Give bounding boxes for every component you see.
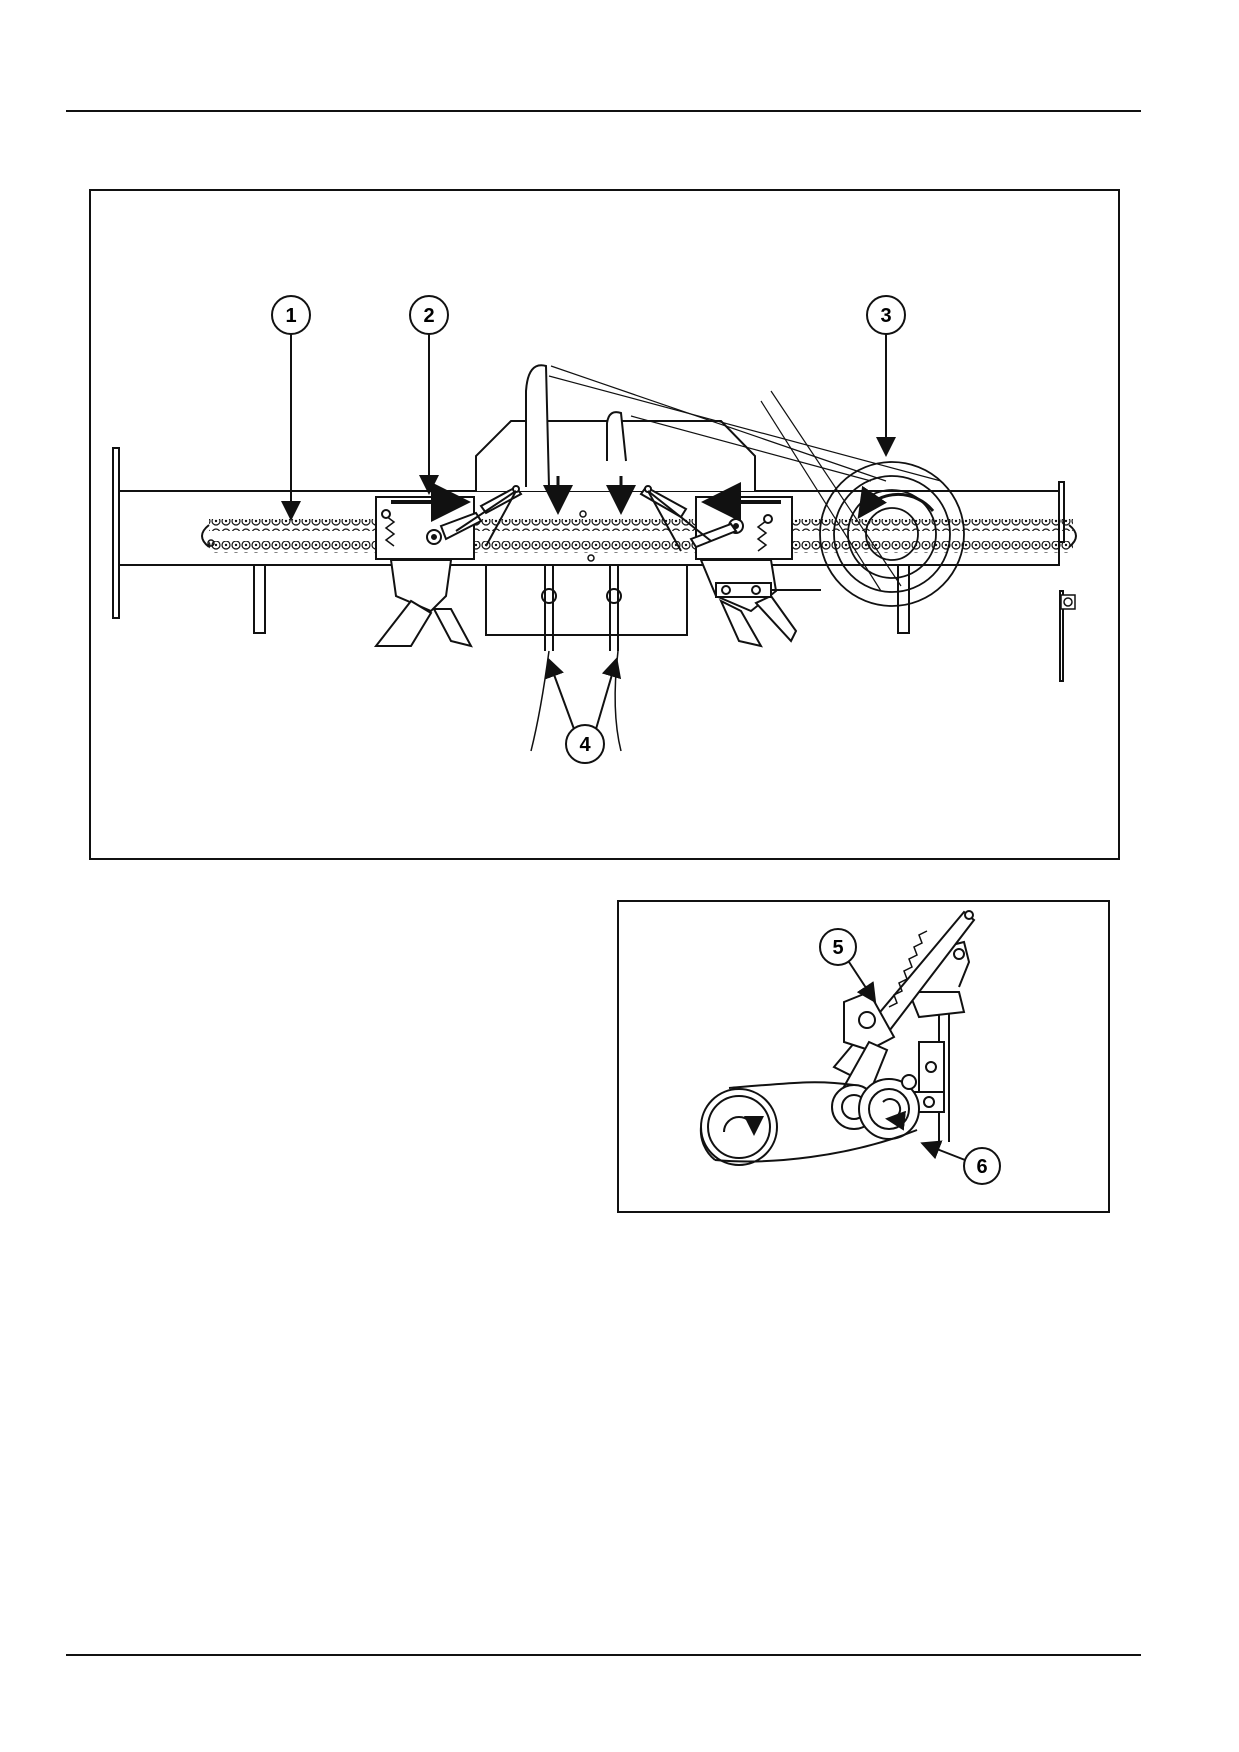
svg-text:4: 4 <box>579 734 591 756</box>
svg-text:6: 6 <box>976 1156 987 1178</box>
callout-6: 6 <box>920 1140 1001 1185</box>
header-rule <box>66 110 1141 112</box>
svg-text:1: 1 <box>285 305 296 327</box>
drive-sprocket <box>819 461 965 607</box>
callout-5: 5 <box>819 928 877 1004</box>
chain-lower-run <box>209 541 1073 553</box>
callout-1: 1 <box>271 295 311 521</box>
pusher-carriage-right <box>639 482 821 648</box>
callout-2: 2 <box>409 295 449 495</box>
svg-text:3: 3 <box>880 305 891 327</box>
belt-drive-illustration: 5 6 <box>699 910 1001 1185</box>
callout-3: 3 <box>866 295 906 457</box>
svg-text:2: 2 <box>423 305 434 327</box>
conveyor-figure: 1 2 3 4 <box>89 189 1120 860</box>
pusher-carriage-left <box>373 482 523 648</box>
chain-upper-run <box>209 519 1073 531</box>
belt-drive-figure: 5 6 <box>617 900 1110 1213</box>
footer-rule <box>66 1654 1141 1656</box>
svg-text:5: 5 <box>832 937 843 959</box>
conveyor-illustration: 1 2 3 4 <box>112 295 1077 764</box>
callout-4: 4 <box>545 657 622 764</box>
